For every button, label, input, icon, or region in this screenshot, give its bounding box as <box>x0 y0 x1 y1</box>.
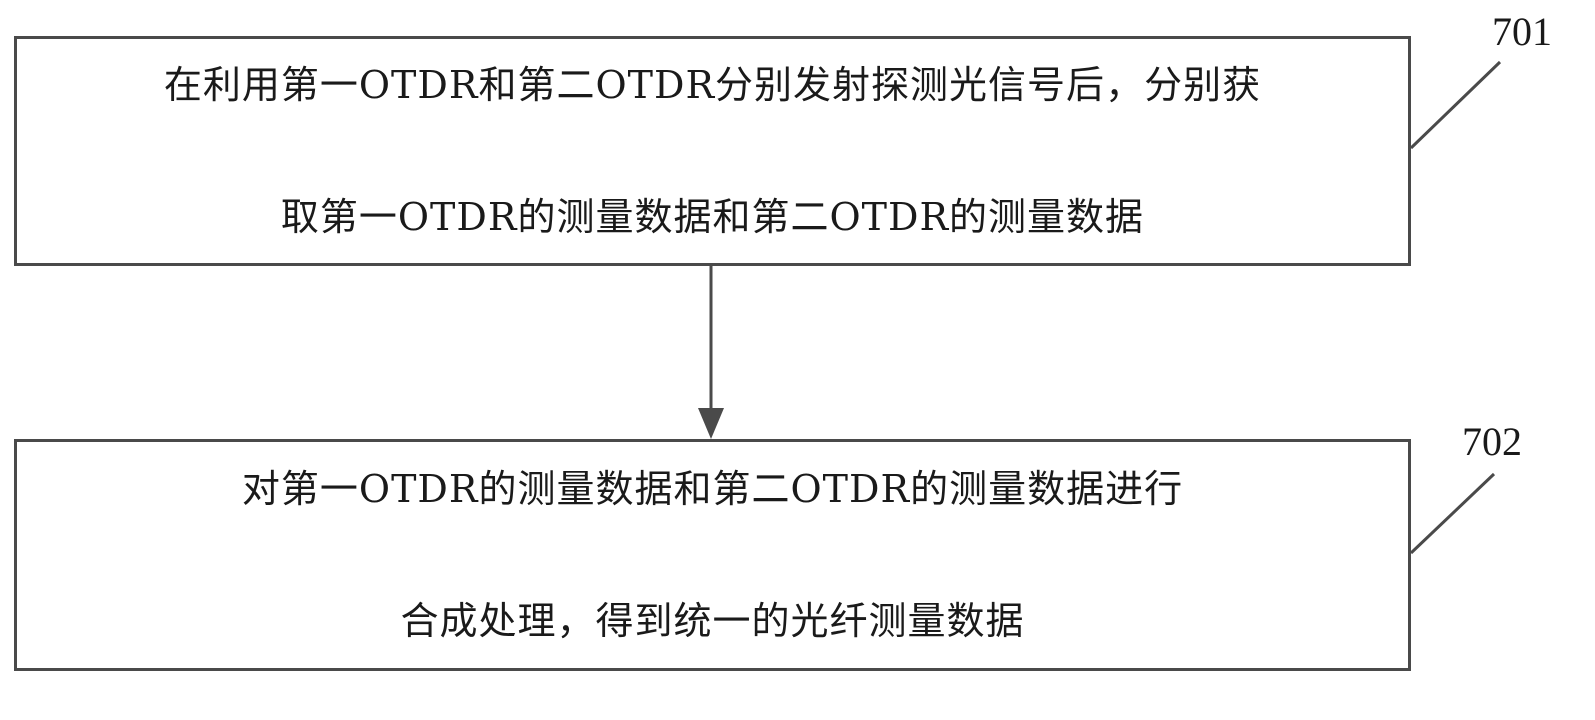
step-box-701: 在利用第一OTDR和第二OTDR分别发射探测光信号后，分别获 取第一OTDR的测… <box>14 36 1411 266</box>
leader-line-701 <box>1409 60 1502 150</box>
step-701-line-1: 在利用第一OTDR和第二OTDR分别发射探测光信号后，分别获 <box>163 63 1262 107</box>
flow-arrowhead <box>698 408 724 439</box>
step-text-702: 对第一OTDR的测量数据和第二OTDR的测量数据进行 合成处理，得到统一的光纤测… <box>242 390 1183 720</box>
step-702-line-2: 合成处理，得到统一的光纤测量数据 <box>400 599 1025 643</box>
step-box-702: 对第一OTDR的测量数据和第二OTDR的测量数据进行 合成处理，得到统一的光纤测… <box>14 439 1411 671</box>
step-text-701: 在利用第一OTDR和第二OTDR分别发射探测光信号后，分别获 取第一OTDR的测… <box>164 0 1261 316</box>
reference-label-702: 702 <box>1462 419 1522 464</box>
reference-label-701: 701 <box>1492 9 1552 54</box>
connector-layer <box>698 60 1502 555</box>
step-701-line-2: 取第一OTDR的测量数据和第二OTDR的测量数据 <box>280 195 1145 239</box>
step-702-line-1: 对第一OTDR的测量数据和第二OTDR的测量数据进行 <box>241 467 1184 511</box>
leader-line-702 <box>1409 472 1496 555</box>
